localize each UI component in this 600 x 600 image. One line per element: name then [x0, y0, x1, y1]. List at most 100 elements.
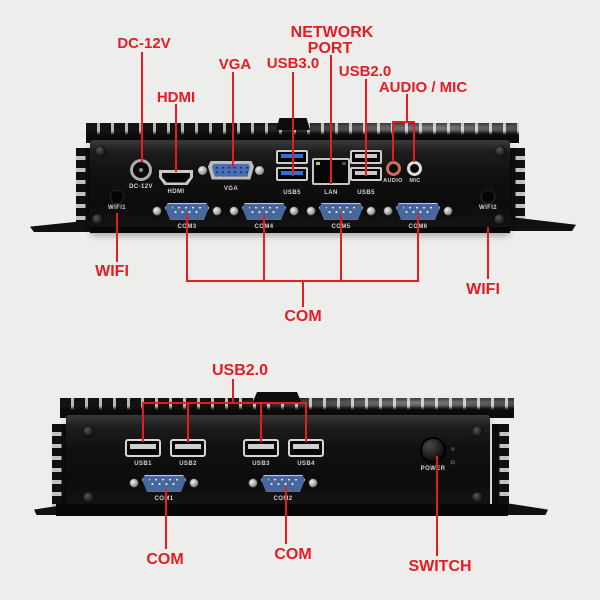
callout-label-dc12v: DC-12V	[117, 35, 171, 52]
heatsink-fins-left	[76, 148, 93, 224]
hdmi-port	[159, 170, 193, 185]
db9-connector	[261, 474, 305, 492]
screw-icon	[198, 165, 207, 175]
callout-line	[487, 227, 489, 279]
callout-label-hdmi: HDMI	[156, 89, 196, 106]
port-label: USB2	[179, 461, 197, 467]
port-label: LAN	[324, 190, 338, 196]
screw-icon	[495, 146, 506, 157]
com-port	[306, 199, 376, 223]
screw-icon	[92, 214, 103, 225]
port-label: WIFI1	[108, 205, 126, 211]
front-panel-face	[66, 415, 490, 508]
callout-line	[417, 214, 419, 282]
screw-icon	[472, 492, 483, 503]
lamp-icon: ☼	[449, 457, 457, 466]
chassis-base	[56, 504, 508, 516]
port-label: COM2	[273, 496, 293, 502]
callout-line	[232, 379, 234, 404]
callout-line	[413, 121, 415, 162]
callout-label-usb3: USB3.0	[266, 55, 320, 72]
callout-line	[260, 402, 262, 442]
callout-line	[141, 52, 143, 162]
screw-icon	[383, 206, 393, 216]
callout-label-com2: COM	[274, 546, 312, 563]
com-port	[383, 199, 453, 223]
screw-icon	[229, 206, 239, 216]
port-label: MIC	[409, 178, 421, 184]
vga-connector	[208, 160, 254, 180]
callout-line	[285, 487, 287, 544]
callout-label-wifi-left: WIFI	[95, 263, 129, 280]
wifi-antenna-hole	[111, 191, 123, 203]
screw-icon	[366, 206, 376, 216]
heatsink-fins-left	[52, 424, 69, 506]
audio-jack	[386, 161, 401, 176]
port-label: COM1	[154, 496, 174, 502]
callout-line	[263, 214, 265, 282]
screw-icon	[189, 478, 199, 488]
callout-label-vga: VGA	[218, 56, 252, 73]
callout-line	[292, 72, 294, 176]
screw-icon	[129, 478, 139, 488]
vga-port	[198, 160, 264, 180]
callout-label-network-2: PORT	[307, 40, 353, 57]
callout-line	[436, 456, 438, 556]
screw-icon	[248, 478, 258, 488]
port-label: USB1	[134, 461, 152, 467]
usb-port	[125, 439, 161, 457]
power-button	[422, 439, 444, 461]
callout-label-network-1: NETWORK	[290, 24, 374, 41]
callout-line	[340, 214, 342, 282]
port-label: USB4	[297, 461, 315, 467]
callout-line	[392, 121, 415, 123]
callout-line	[302, 280, 304, 307]
screw-icon	[472, 426, 483, 437]
heatsink-fins-top	[86, 123, 519, 143]
port-label: DC-12V	[129, 184, 153, 190]
port-label: VGA	[223, 186, 239, 192]
chassis-bottom-edge	[90, 227, 510, 233]
callout-label-com-group: COM	[284, 308, 322, 325]
callout-line	[116, 213, 118, 262]
callout-line	[175, 104, 177, 172]
heatsink-fins-right	[508, 148, 525, 224]
mounting-foot	[30, 220, 94, 232]
callout-line	[392, 121, 394, 162]
power-led	[451, 447, 455, 451]
dc-power-jack	[130, 159, 152, 181]
screw-icon	[83, 492, 94, 503]
callout-line	[330, 55, 332, 184]
port-label: AUDIO	[383, 178, 403, 184]
port-label: WIFI2	[479, 205, 497, 211]
screw-icon	[443, 206, 453, 216]
wifi-antenna-hole	[482, 191, 494, 203]
port-label: HDMI	[167, 189, 185, 195]
callout-label-switch: SWITCH	[408, 558, 472, 575]
callout-line	[186, 214, 188, 282]
screw-icon	[83, 426, 94, 437]
callout-line	[232, 72, 234, 168]
port-label: USB5	[283, 190, 301, 196]
screw-icon	[289, 206, 299, 216]
db9-connector	[142, 474, 186, 492]
heatsink-fins-right	[492, 424, 509, 506]
callout-line	[305, 402, 307, 442]
com-port	[152, 199, 222, 223]
screw-icon	[212, 206, 222, 216]
screw-icon	[308, 478, 318, 488]
chassis-tab	[252, 392, 302, 404]
callout-line	[406, 94, 408, 123]
callout-label-usb2: USB2.0	[338, 63, 392, 80]
callout-line	[165, 489, 167, 549]
callout-label-com1: COM	[146, 551, 184, 568]
screw-icon	[255, 165, 264, 175]
callout-label-usb2-front: USB2.0	[211, 362, 269, 379]
callout-line	[142, 402, 144, 442]
screw-icon	[306, 206, 316, 216]
callout-label-audio-mic: AUDIO / MIC	[378, 79, 468, 96]
port-label: POWER	[420, 466, 446, 472]
port-label: USB5	[357, 190, 375, 196]
callout-label-wifi-right: WIFI	[466, 281, 500, 298]
mounting-foot	[506, 503, 548, 515]
